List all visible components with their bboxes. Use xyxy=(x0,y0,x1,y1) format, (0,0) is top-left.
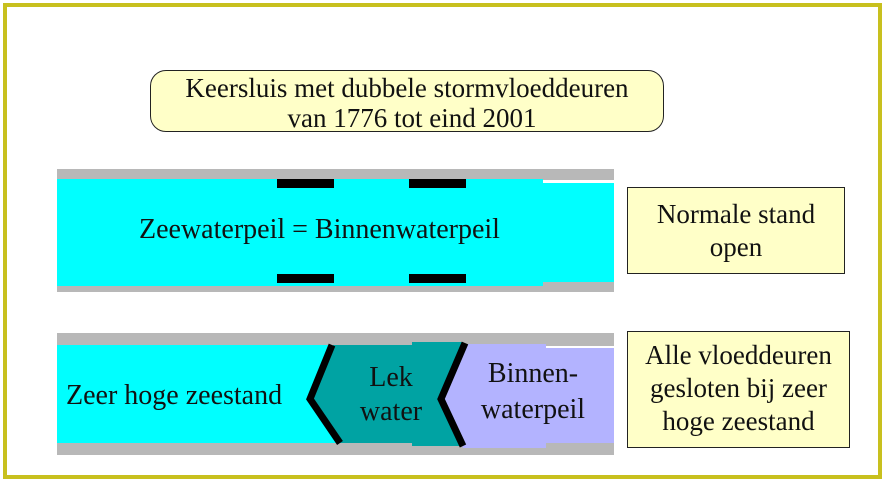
title-line-1: Keersluis met dubbele stormvloeddeuren xyxy=(185,73,629,103)
normal-stand-box: Normale stand open xyxy=(627,187,845,274)
inner-water-line-2: waterpeil xyxy=(480,394,586,425)
leak-water-line-1: Lek xyxy=(369,362,413,393)
closed-door-inner xyxy=(437,341,469,448)
top-door-2-upper xyxy=(409,179,466,188)
closed-doors-box: Alle vloeddeuren gesloten bij zeer hoge … xyxy=(627,331,850,448)
title-line-2: van 1776 tot eind 2001 xyxy=(287,103,537,133)
closed-doors-line-3: hoge zeestand xyxy=(662,406,815,436)
top-door-2-lower xyxy=(409,274,466,283)
top-channel-water xyxy=(57,179,614,286)
inner-water-region xyxy=(442,344,614,448)
bottom-channel-wall-upper xyxy=(57,333,614,346)
normal-stand-line-1: Normale stand xyxy=(656,199,816,229)
inner-water-line-1: Binnen- xyxy=(487,358,579,389)
bottom-channel xyxy=(57,333,614,455)
leak-water-line-2: water xyxy=(359,396,423,427)
normal-stand-line-2: open xyxy=(709,232,763,262)
leak-water-region xyxy=(312,342,463,446)
top-channel-label: Zeewaterpeil = Binnenwaterpeil xyxy=(139,214,500,245)
sea-water-region xyxy=(57,345,338,443)
top-door-1-upper xyxy=(277,179,334,188)
top-door-1-lower xyxy=(277,274,334,283)
closed-doors-line-1: Alle vloeddeuren xyxy=(645,340,832,370)
leak-water-label: Lek water xyxy=(349,361,433,429)
closed-door-outer xyxy=(306,343,343,445)
top-channel xyxy=(57,169,614,292)
closed-doors-line-2: gesloten bij zeer xyxy=(650,373,827,403)
top-channel-wall-lower xyxy=(57,281,614,292)
sea-level-label: Zeer hoge zeestand xyxy=(66,380,283,411)
title-box: Keersluis met dubbele stormvloeddeuren v… xyxy=(150,70,664,133)
inner-water-label: Binnen- waterpeil xyxy=(473,356,593,428)
top-channel-wall-upper xyxy=(57,169,614,180)
